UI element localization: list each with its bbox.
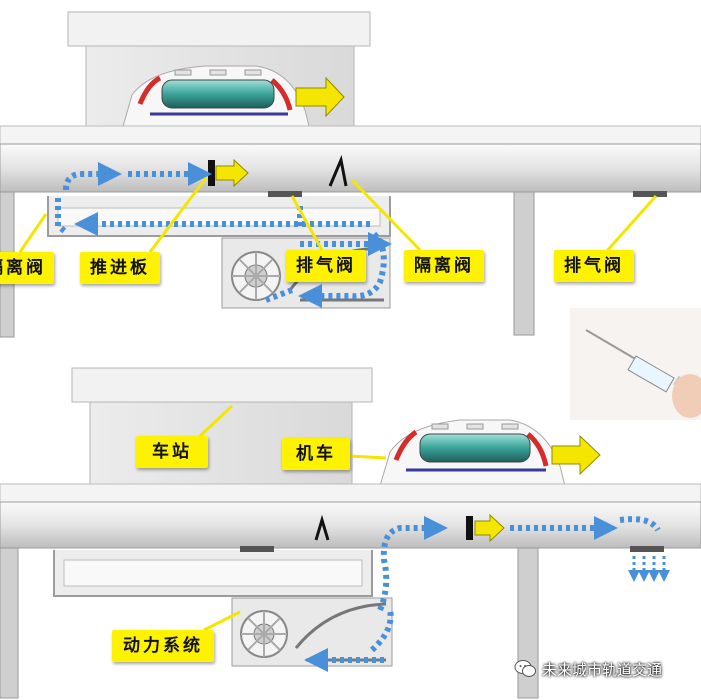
syringe-photo <box>570 308 701 420</box>
label-exhaust-valve-mid: 排气阀 <box>286 250 366 282</box>
wechat-icon <box>514 659 536 679</box>
thrust-plate-bottom <box>466 516 473 540</box>
label-power-system: 动力系统 <box>112 630 214 662</box>
train-bottom <box>380 420 565 486</box>
pillar-top-right <box>514 192 534 335</box>
label-station: 车站 <box>136 436 208 468</box>
label-exhaust-valve-right: 排气阀 <box>554 250 634 282</box>
exhaust-vent-bottom-right <box>630 546 664 552</box>
duct-top <box>48 196 390 236</box>
exhaust-vent-right <box>633 191 667 197</box>
station-building-bottom <box>72 368 372 494</box>
duct-bottom <box>54 550 372 596</box>
tube-bottom <box>0 484 701 548</box>
label-isolation-valve-right: 隔离阀 <box>404 250 484 282</box>
exhaust-jets-bottom <box>634 556 664 576</box>
power-unit-bottom <box>232 598 392 666</box>
watermark: 未来城市轨道交通 <box>514 655 662 683</box>
exhaust-vent-mid <box>268 191 302 197</box>
pillar-bottom-left <box>0 548 18 698</box>
tube-top <box>0 126 701 192</box>
label-locomotive: 机车 <box>282 438 350 470</box>
label-isolation-valve-left: 隔离阀 <box>0 252 54 284</box>
exhaust-vent-bottom-mid <box>240 546 274 552</box>
label-thrust-plate: 推进板 <box>80 252 160 284</box>
thrust-plate-top <box>208 160 215 186</box>
watermark-text: 未来城市轨道交通 <box>542 659 662 680</box>
